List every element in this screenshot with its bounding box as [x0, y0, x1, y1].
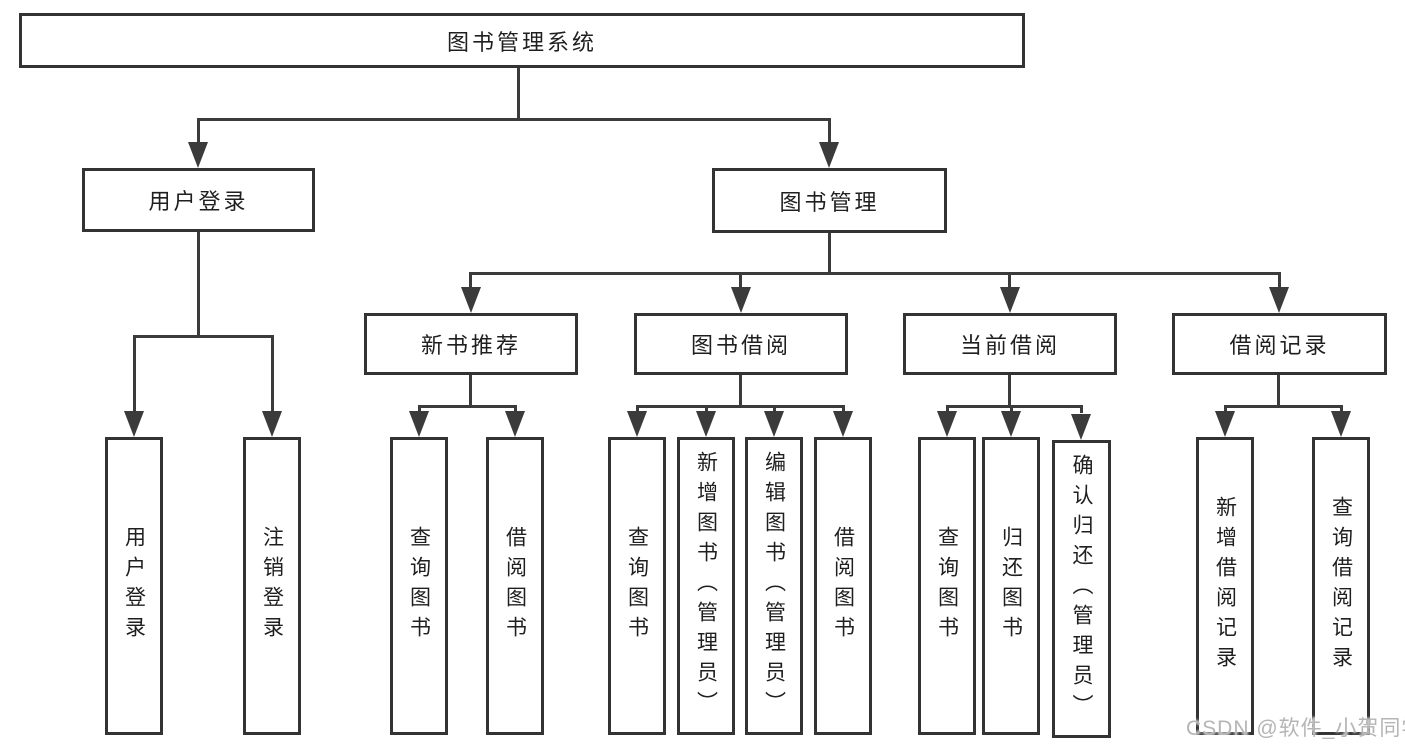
leaf-edit-book-admin: 编辑图书（管理员）: [745, 437, 803, 735]
connector-line: [828, 118, 831, 146]
connector-line: [842, 405, 845, 413]
connector-line: [1224, 405, 1227, 413]
connector-line: [470, 272, 1281, 275]
connector-line: [1008, 375, 1011, 407]
node-book-management: 图书管理: [712, 168, 947, 233]
leaf-label: 新增图书（管理员）: [694, 451, 718, 721]
node-user-login: 用户登录: [82, 168, 315, 232]
arrow-head-icon: [696, 411, 716, 437]
connector-line: [1278, 272, 1281, 289]
connector-line: [773, 405, 776, 413]
leaf-label: 注销登录: [260, 526, 284, 646]
connector-line: [947, 405, 1082, 408]
node-new-book-recommend: 新书推荐: [364, 313, 578, 375]
arrow-head-icon: [1000, 287, 1020, 313]
arrow-head-icon: [1071, 414, 1091, 440]
leaf-label: 查询图书: [935, 526, 959, 646]
connector-line: [133, 335, 136, 413]
connector-line: [739, 272, 742, 289]
connector-line: [1340, 405, 1343, 413]
leaf-query-borrow-record: 查询借阅记录: [1312, 437, 1370, 735]
connector-line: [1010, 405, 1013, 413]
arrow-head-icon: [188, 142, 208, 168]
connector-line: [517, 68, 520, 118]
arrow-head-icon: [409, 411, 429, 437]
leaf-label: 查询借阅记录: [1329, 496, 1353, 676]
leaf-borrow-books: 借阅图书: [814, 437, 872, 735]
leaf-label: 借阅图书: [503, 526, 527, 646]
arrow-head-icon: [833, 411, 853, 437]
arrow-head-icon: [505, 411, 525, 437]
arrow-head-icon: [627, 411, 647, 437]
leaf-label: 确认归还（管理员）: [1070, 454, 1093, 724]
node-borrow-records: 借阅记录: [1172, 313, 1387, 375]
leaf-borrow-books-recommend: 借阅图书: [486, 437, 544, 735]
watermark: CSDN @软件_小贺同学: [1186, 717, 1405, 740]
connector-line: [1277, 375, 1280, 407]
connector-line: [739, 375, 742, 407]
connector-line: [514, 405, 517, 413]
connector-line: [636, 405, 639, 413]
connector-line: [946, 405, 949, 413]
connector-line: [419, 405, 516, 408]
leaf-label: 查询图书: [407, 526, 431, 646]
leaf-add-book-admin: 新增图书（管理员）: [677, 437, 735, 735]
leaf-add-borrow-record: 新增借阅记录: [1196, 437, 1254, 735]
arrow-head-icon: [461, 287, 481, 313]
connector-line: [418, 405, 421, 413]
connector-line: [469, 272, 472, 289]
connector-line: [197, 118, 200, 146]
leaf-label: 新增借阅记录: [1213, 496, 1237, 676]
arrow-head-icon: [764, 411, 784, 437]
connector-line: [469, 375, 472, 407]
arrow-head-icon: [937, 411, 957, 437]
leaf-query-books-borrowing: 查询图书: [608, 437, 666, 735]
leaf-logout: 注销登录: [243, 437, 301, 735]
leaf-label: 用户登录: [122, 526, 146, 646]
connector-line: [197, 232, 200, 336]
connector-line: [637, 405, 844, 408]
leaf-label: 借阅图书: [831, 526, 855, 646]
leaf-label: 归还图书: [999, 526, 1023, 646]
arrow-head-icon: [1269, 287, 1289, 313]
leaf-query-books-current: 查询图书: [918, 437, 976, 735]
arrow-head-icon: [124, 411, 144, 437]
connector-line: [1080, 405, 1083, 413]
node-book-borrowing: 图书借阅: [634, 313, 848, 375]
connector-line: [828, 233, 831, 274]
leaf-label: 编辑图书（管理员）: [762, 451, 786, 721]
node-library-system: 图书管理系统: [19, 13, 1025, 68]
connector-line: [705, 405, 708, 413]
arrow-head-icon: [819, 142, 839, 168]
leaf-return-books: 归还图书: [982, 437, 1040, 735]
leaf-confirm-return-admin: 确认归还（管理员）: [1052, 440, 1111, 738]
arrow-head-icon: [731, 287, 751, 313]
leaf-label: 查询图书: [625, 526, 649, 646]
connector-line: [133, 335, 274, 338]
arrow-head-icon: [1001, 411, 1021, 437]
arrow-head-icon: [262, 411, 282, 437]
connector-line: [197, 118, 831, 121]
connector-line: [1225, 405, 1342, 408]
connector-line: [271, 335, 274, 413]
arrow-head-icon: [1215, 411, 1235, 437]
node-current-borrowing: 当前借阅: [903, 313, 1117, 375]
leaf-query-books-recommend: 查询图书: [390, 437, 448, 735]
arrow-head-icon: [1331, 411, 1351, 437]
connector-line: [1008, 272, 1011, 289]
leaf-user-login: 用户登录: [105, 437, 163, 735]
